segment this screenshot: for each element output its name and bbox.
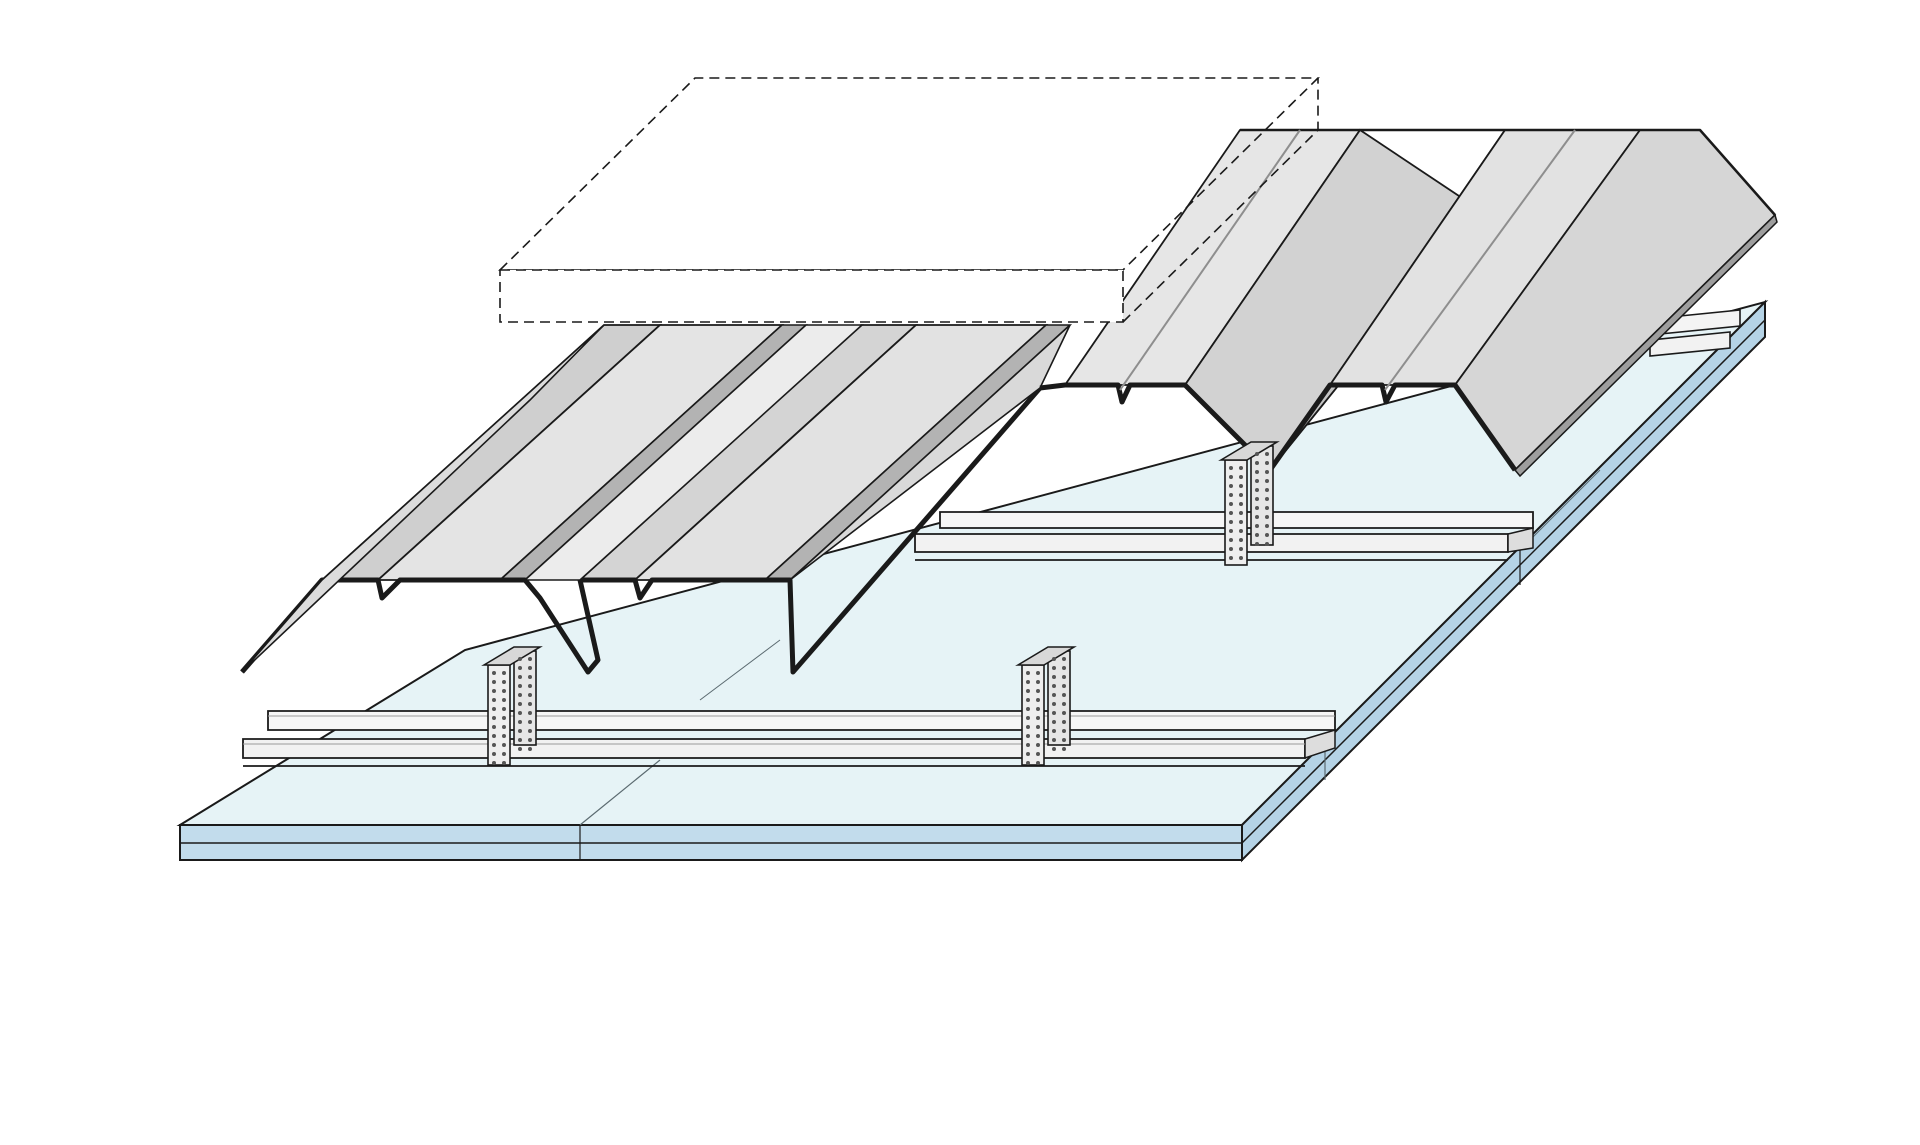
steel-deck-right bbox=[1039, 128, 1778, 478]
steel-deck-left bbox=[240, 324, 1073, 675]
furring-channel-front bbox=[242, 710, 1336, 767]
plasterboard-layers bbox=[176, 299, 1769, 863]
hangers bbox=[481, 441, 1280, 766]
deck-pan bbox=[241, 324, 605, 673]
deck-pan bbox=[522, 324, 865, 581]
deck-front-profile bbox=[240, 386, 1042, 675]
furring-channel-middle bbox=[914, 511, 1534, 561]
deck-pan bbox=[789, 324, 1071, 581]
deck-top-edge bbox=[1240, 128, 1776, 216]
board-joint bbox=[699, 639, 781, 701]
deck-lip bbox=[1513, 213, 1778, 478]
hanger-bracket bbox=[481, 646, 543, 766]
board-joint bbox=[579, 759, 661, 826]
board-layer-line-right bbox=[1241, 319, 1766, 844]
hanger-bracket bbox=[1015, 646, 1077, 766]
hanger-bracket bbox=[1218, 441, 1280, 566]
insulation-board-outline bbox=[498, 77, 1320, 323]
furring-channel-back bbox=[1649, 309, 1741, 357]
